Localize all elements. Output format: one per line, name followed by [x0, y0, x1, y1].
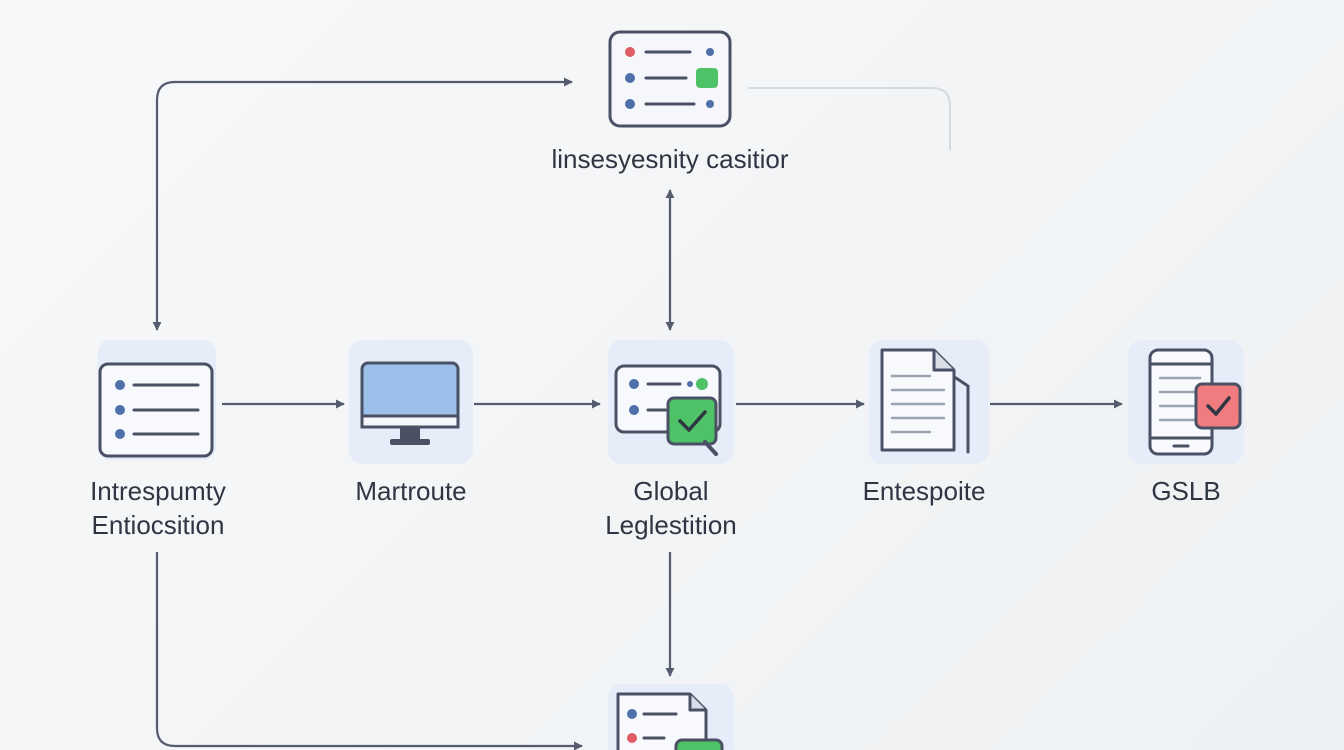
martroute-label: Martroute: [355, 476, 466, 506]
edge-intresp-bottom: [155, 552, 583, 750]
connectors: [152, 77, 1123, 750]
entespoite-label: Entespoite: [863, 476, 986, 506]
global-label-line1: Global: [633, 476, 708, 506]
top-list-icon: [625, 47, 718, 109]
list-icon: [115, 380, 200, 439]
node-global[interactable]: Global Leglestition: [605, 340, 737, 540]
edge-top-right-faint: [748, 87, 951, 150]
node-bottom[interactable]: [608, 684, 734, 750]
intresp-label-line1: Intrespumty: [90, 476, 226, 506]
edge-intresp-to-top: [152, 77, 573, 331]
node-entespoite[interactable]: Entespoite: [863, 340, 989, 506]
node-gslb[interactable]: GSLB: [1128, 340, 1244, 506]
document-icon: [880, 348, 970, 454]
phone-check-icon: [1148, 348, 1242, 456]
monitor-icon: [360, 361, 460, 445]
node-top[interactable]: linsesyesnity casitior: [552, 30, 789, 174]
node-martroute[interactable]: Martroute: [349, 340, 473, 506]
bottom-document-icon: [616, 692, 724, 750]
global-label-line2: Leglestition: [605, 510, 737, 540]
gslb-label: GSLB: [1151, 476, 1220, 506]
top-node-label: linsesyesnity casitior: [552, 144, 789, 174]
node-intresp[interactable]: Intrespumty Entiocsition: [90, 340, 226, 540]
intresp-label-line2: Entiocsition: [92, 510, 225, 540]
server-check-icon: [614, 364, 722, 456]
